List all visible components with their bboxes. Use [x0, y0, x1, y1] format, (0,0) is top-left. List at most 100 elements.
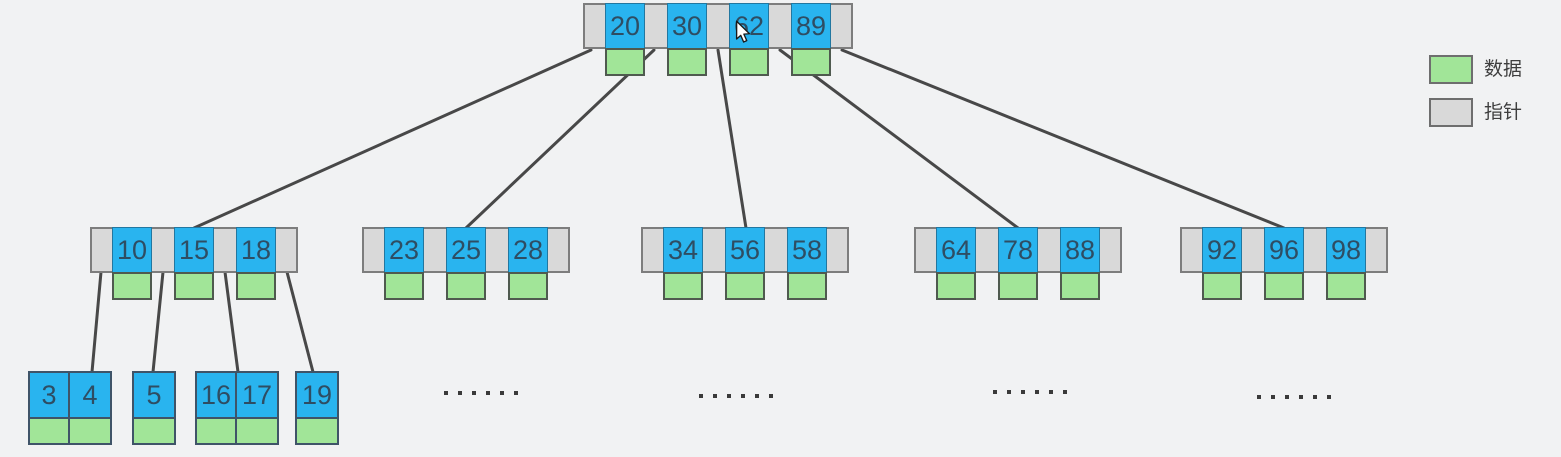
ellipsis-dot [1327, 395, 1331, 399]
key-cell: 96 [1264, 227, 1304, 273]
key-cell: 64 [936, 227, 976, 273]
data-cell [667, 48, 707, 76]
key-cell: 78 [998, 227, 1038, 273]
ellipsis-dots [444, 391, 518, 395]
data-cell [1202, 272, 1242, 300]
data-cell [134, 417, 174, 443]
ellipsis-dot [1063, 390, 1067, 394]
key-cell: 28 [508, 227, 548, 273]
btree-internal-node: 34 56 58 [641, 227, 849, 300]
tree-edge [192, 48, 593, 230]
btree-internal-node: 10 15 18 [90, 227, 298, 300]
key-cell: 16 [197, 373, 237, 417]
data-cell [787, 272, 827, 300]
key-cell: 98 [1326, 227, 1366, 273]
data-cell [605, 48, 645, 76]
data-cell [1264, 272, 1304, 300]
key-cell: 58 [787, 227, 827, 273]
tree-edge [716, 48, 748, 230]
data-cell [236, 272, 276, 300]
ellipsis-dot [1035, 390, 1039, 394]
data-cell [663, 272, 703, 300]
data-cell [70, 417, 110, 443]
btree-leaf-node: 19 [295, 371, 339, 445]
data-cell [297, 417, 337, 443]
data-cell [1326, 272, 1366, 300]
btree-internal-node: 23 25 28 [362, 227, 570, 300]
key-cell: 30 [667, 3, 707, 49]
data-cell [998, 272, 1038, 300]
ellipsis-dot [727, 394, 731, 398]
pointer-strip: 34 56 58 [641, 227, 849, 273]
data-cell [384, 272, 424, 300]
pointer-strip: 64 78 88 [914, 227, 1122, 273]
data-cell [936, 272, 976, 300]
tree-edge [223, 270, 240, 374]
key-cell: 18 [236, 227, 276, 273]
ellipsis-dot [444, 391, 448, 395]
data-cell [791, 48, 831, 76]
pointer-strip: 10 15 18 [90, 227, 298, 273]
legend: 数据 指针 [1429, 55, 1522, 141]
key-cell: 88 [1060, 227, 1100, 273]
legend-label-data: 数据 [1484, 59, 1523, 80]
tree-edge [285, 270, 315, 374]
tree-edge [464, 48, 656, 230]
key-cell: 89 [791, 3, 831, 49]
key-cell: 17 [237, 373, 277, 417]
pointer-strip: 23 25 28 [362, 227, 570, 273]
ellipsis-dot [1257, 395, 1261, 399]
ellipsis-dot [741, 394, 745, 398]
key-cell: 4 [70, 373, 110, 417]
ellipsis-dot [713, 394, 717, 398]
data-cell [725, 272, 765, 300]
data-cell [1060, 272, 1100, 300]
key-cell: 19 [297, 373, 337, 417]
mouse-cursor [735, 20, 752, 50]
key-cell: 25 [446, 227, 486, 273]
data-cell [446, 272, 486, 300]
ellipsis-dot [1285, 395, 1289, 399]
ellipsis-dot [1049, 390, 1053, 394]
key-cell: 62 [729, 3, 769, 49]
ellipsis-dots [1257, 395, 1331, 399]
data-cell [197, 417, 237, 443]
ellipsis-dot [486, 391, 490, 395]
ellipsis-dot [699, 394, 703, 398]
pointer-swatch [1429, 98, 1473, 127]
key-cell: 5 [134, 373, 174, 417]
data-cell [237, 417, 277, 443]
tree-edge [778, 48, 1020, 230]
legend-label-pointer: 指针 [1484, 102, 1523, 123]
ellipsis-dots [699, 394, 773, 398]
key-cell: 56 [725, 227, 765, 273]
tree-edge [90, 270, 103, 374]
key-cell: 15 [174, 227, 214, 273]
key-cell: 3 [30, 373, 70, 417]
data-cell [729, 48, 769, 76]
ellipsis-dot [1299, 395, 1303, 399]
ellipsis-dot [755, 394, 759, 398]
ellipsis-dot [500, 391, 504, 395]
legend-item-pointer: 指针 [1429, 98, 1522, 127]
ellipsis-dot [769, 394, 773, 398]
ellipsis-dot [1007, 390, 1011, 394]
key-cell: 10 [112, 227, 152, 273]
key-cell: 23 [384, 227, 424, 273]
key-cell: 34 [663, 227, 703, 273]
ellipsis-dot [1313, 395, 1317, 399]
legend-item-data: 数据 [1429, 55, 1522, 84]
data-cell [174, 272, 214, 300]
tree-edge [840, 48, 1286, 230]
ellipsis-dot [993, 390, 997, 394]
ellipsis-dots [993, 390, 1067, 394]
data-cell [112, 272, 152, 300]
